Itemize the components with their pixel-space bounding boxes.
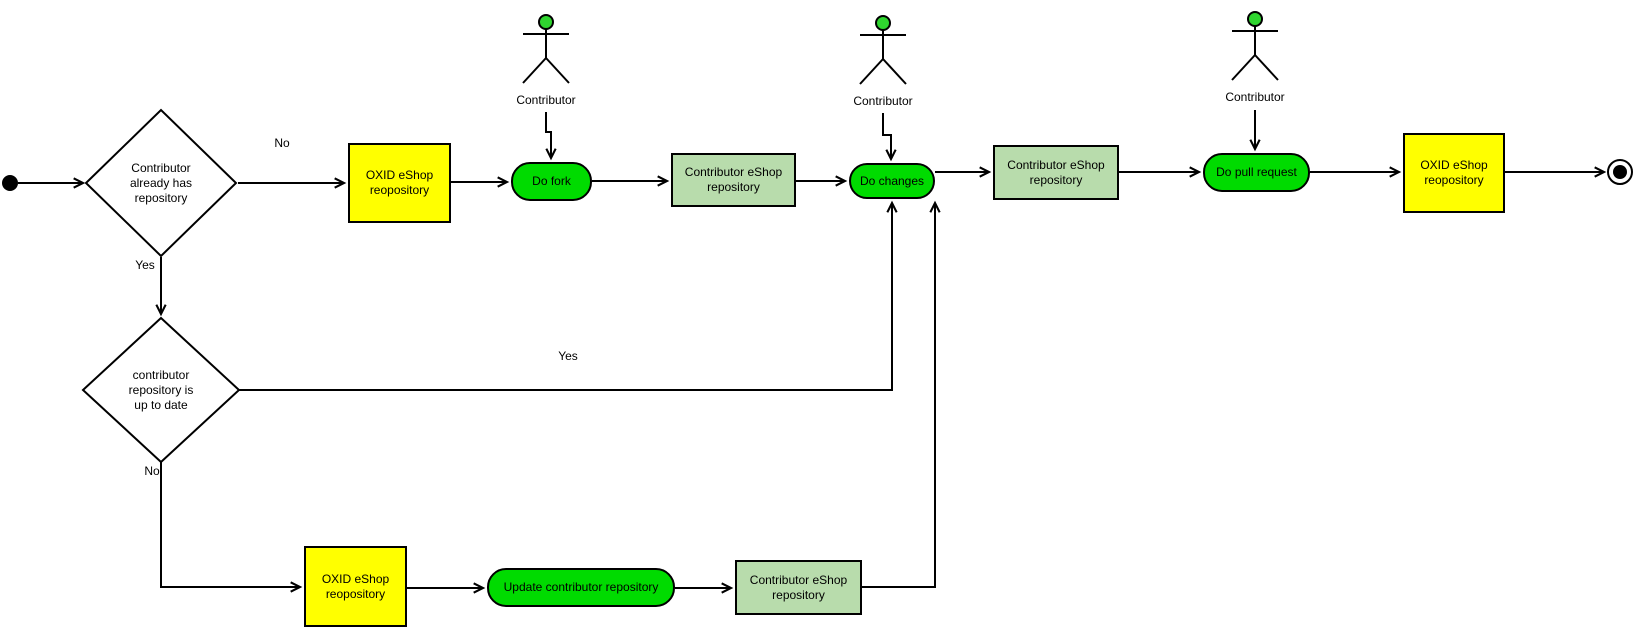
actor-head-icon [875,15,891,31]
edge-contrib-repo-3-to-do-changes [862,200,941,588]
actor-contributor-fork [522,14,570,84]
decision-1-diamond [84,108,238,258]
activity-update-contributor-repository: Update contributor repository [487,568,675,607]
decision-1-label: Contributor already has repository [129,160,193,205]
edge-label-decision1-yes: Yes [135,258,155,272]
actor-label-contributor-pull: Contributor [1225,90,1285,104]
artifact-oxid-eshop-repository-end: OXID eShop reopository [1403,133,1505,213]
actor-contributor-changes [859,15,907,85]
actor-head-icon [1247,11,1263,27]
edge-actor1-to-do-fork [545,112,557,161]
activity-do-pull-request: Do pull request [1203,153,1310,192]
decision-2-label: contributor repository is up to date [128,367,194,412]
edge-label-decision1-no: No [274,136,290,150]
artifact-oxid-eshop-repository-bottom: OXID eShop reopository [304,546,407,627]
actor-contributor-pull [1231,11,1279,81]
actor-label-contributor-fork: Contributor [516,93,576,107]
artifact-contributor-eshop-repository-3: Contributor eShop repository [735,560,862,615]
artifact-contributor-eshop-repository-2: Contributor eShop repository [993,145,1119,200]
edge-decision2-no-to-oxid-bottom [160,462,303,593]
edge-decision2-yes-to-do-changes [239,200,898,391]
edge-label-decision2-yes: Yes [558,349,578,363]
activity-do-changes: Do changes [849,163,935,199]
edge-label-decision2-no: No [144,464,160,478]
edge-actor2-to-do-changes [882,113,897,162]
artifact-contributor-eshop-repository-1: Contributor eShop repository [671,153,796,207]
actor-label-contributor-changes: Contributor [853,94,913,108]
activity-do-fork: Do fork [511,162,592,201]
actor-head-icon [538,14,554,30]
artifact-oxid-eshop-repository-top: OXID eShop reopository [348,143,451,223]
initial-node [2,175,18,191]
final-node [1607,159,1633,185]
